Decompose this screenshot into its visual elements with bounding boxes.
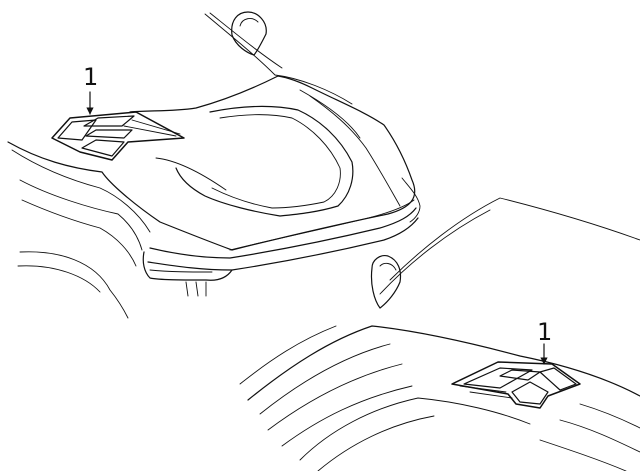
hood-right-edge-2 — [559, 419, 640, 453]
hood-outline — [7, 75, 416, 251]
windshield-detail — [389, 197, 640, 281]
grille-bracket — [185, 281, 207, 297]
wheel-arch-inner — [17, 265, 101, 293]
hood-crease-left — [155, 157, 227, 191]
vent-detail-slot-1 — [463, 367, 533, 389]
bumper-edge — [142, 251, 233, 281]
side-mirror-detail — [239, 18, 259, 27]
callout-1-top: 1 — [83, 63, 98, 91]
hood-vent-insert-detail — [451, 361, 581, 409]
vent-slot-1 — [57, 119, 97, 141]
hood-edge-detail — [247, 325, 640, 401]
fender-top — [11, 149, 151, 233]
hood-crease-right-2 — [299, 89, 361, 139]
side-mirror — [231, 11, 267, 56]
vent-slot-4 — [81, 139, 125, 157]
mirror-detail — [370, 255, 402, 309]
hood-crease-detail-2 — [267, 363, 403, 431]
hood-view-full: 1 — [7, 11, 421, 319]
hood-lip-2 — [147, 217, 419, 271]
hood-left-ridge — [239, 325, 337, 385]
hood-dome-detail — [299, 397, 531, 461]
vent-detail-frame — [451, 361, 581, 409]
front-edge-right — [401, 177, 421, 223]
vent-slot-2 — [83, 115, 135, 127]
hood-view-detail: 1 — [239, 197, 640, 471]
vent-detail-slot-3 — [539, 367, 577, 391]
grille-bar — [149, 269, 213, 273]
vent-detail-stripe — [459, 385, 513, 399]
windshield-edge-inner — [209, 12, 283, 69]
hood-right-edge-3 — [539, 439, 627, 471]
fender-lower — [21, 199, 137, 267]
hood-dome-detail-2 — [317, 415, 435, 471]
fender-mid — [19, 179, 143, 251]
vent-slot-3 — [85, 129, 133, 139]
vent-frame-outer — [51, 111, 185, 161]
hood-front-edge — [229, 199, 415, 251]
hood-crease-right — [309, 95, 401, 207]
windshield-detail-2 — [379, 209, 491, 295]
hood-right-edge — [579, 403, 640, 429]
power-dome-inner — [211, 114, 341, 209]
hood-crease-detail-1 — [259, 343, 391, 415]
hood-lip — [149, 207, 417, 259]
hood-crease-detail-3 — [281, 385, 413, 447]
vent-stripe — [123, 119, 181, 137]
vent-detail-slot-2 — [499, 369, 541, 381]
mirror-detail-inner — [379, 262, 397, 271]
callout-1-bottom: 1 — [537, 318, 552, 346]
power-dome-outer — [175, 105, 354, 217]
windshield-edge — [204, 13, 353, 105]
wheel-arch — [19, 251, 129, 319]
hood-vent-insert-top — [51, 111, 185, 161]
vent-detail-slot-4 — [511, 381, 549, 405]
